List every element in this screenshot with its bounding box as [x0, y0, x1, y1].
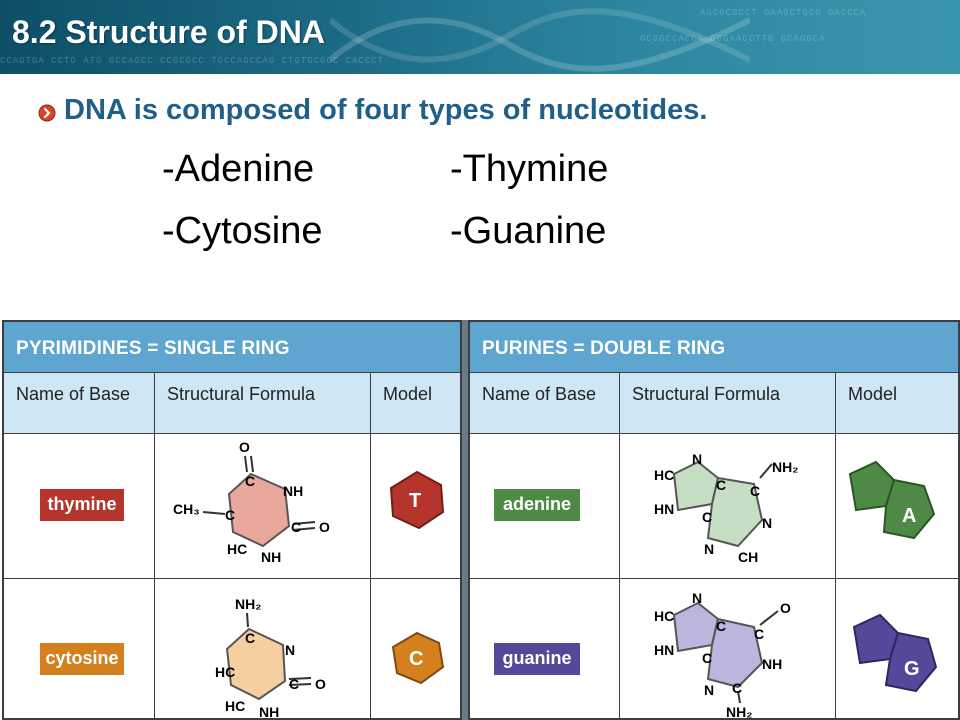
adenine-model-cell: A [836, 434, 958, 579]
cytosine-atom-hc1: HC [215, 664, 235, 680]
purines-panel: PURINES = DOUBLE RING Name of Base Struc… [468, 320, 960, 720]
col-name-of-base: Name of Base [470, 372, 620, 434]
adenine-model-icon: A [848, 460, 936, 540]
thymine-badge: thymine [40, 489, 124, 521]
guanine-atom-n2: N [704, 682, 714, 698]
nucleotide-guanine: -Guanine [450, 210, 607, 252]
bullet-arrow-icon [38, 104, 56, 122]
guanine-atom-c3: C [702, 650, 712, 666]
col-model: Model [371, 372, 460, 434]
pyrimidines-header: PYRIMIDINES = SINGLE RING [4, 322, 460, 372]
thymine-atom-o2: O [319, 519, 330, 535]
cytosine-atom-nh2: NH₂ [235, 596, 261, 612]
cytosine-atom-n: N [285, 642, 295, 658]
pyrimidines-panel: PYRIMIDINES = SINGLE RING Name of Base S… [2, 320, 462, 720]
thymine-atom-c2: C [225, 507, 235, 523]
guanine-model-icon: G [852, 613, 938, 693]
thymine-atom-o1: O [239, 439, 250, 455]
cytosine-model-letter: C [409, 648, 423, 670]
thymine-model-letter: T [409, 490, 421, 512]
cytosine-name-cell: cytosine [4, 579, 155, 718]
col-structural-formula: Structural Formula [155, 372, 371, 434]
slide-title: 8.2 Structure of DNA [12, 14, 325, 50]
adenine-atom-c1: C [716, 477, 726, 493]
thymine-formula-cell: O C NH CH₃ C C O HC NH [155, 434, 371, 579]
guanine-structure-icon: N HC C C O HN C NH N C NH₂ [654, 590, 791, 720]
dna-helix-icon [330, 8, 750, 72]
adenine-name-cell: adenine [470, 434, 620, 579]
cytosine-atom-c2: C [289, 676, 299, 692]
guanine-model-letter: G [904, 658, 920, 680]
cytosine-atom-nh: NH [259, 704, 279, 720]
guanine-atom-c4: C [732, 680, 742, 696]
col-structural-formula: Structural Formula [620, 372, 836, 434]
adenine-structure-icon: N HC C NH₂ HN C C N N CH [654, 451, 798, 565]
thymine-atom-nh1: NH [283, 483, 303, 499]
adenine-atom-hn: HN [654, 501, 674, 517]
thymine-atom-ch3: CH₃ [173, 501, 200, 517]
col-name-of-base: Name of Base [4, 372, 155, 434]
adenine-atom-hc: HC [654, 467, 674, 483]
adenine-atom-c3: C [702, 509, 712, 525]
thymine-name-cell: thymine [4, 434, 155, 579]
cytosine-badge: cytosine [40, 643, 124, 675]
adenine-atom-n2: N [762, 515, 772, 531]
guanine-atom-c1: C [716, 618, 726, 634]
guanine-atom-o: O [780, 600, 791, 616]
adenine-atom-c2: C [750, 483, 760, 499]
guanine-atom-hc: HC [654, 608, 674, 624]
guanine-atom-nh2: NH₂ [726, 704, 752, 720]
thymine-model-icon: T [389, 470, 445, 530]
thymine-atom-c3: C [291, 519, 301, 535]
adenine-atom-n3: N [704, 541, 714, 557]
guanine-model-cell: G [836, 579, 958, 718]
nucleotide-adenine: -Adenine [162, 148, 315, 190]
guanine-atom-hn: HN [654, 642, 674, 658]
cytosine-formula-cell: NH₂ C N HC C O HC NH [155, 579, 371, 720]
banner-sequence-2: GCGGCCACCA GGGAACCTTG GCAGGCA [640, 34, 826, 44]
banner-sequence-1: AGCGCGCCT GAAGCTGCG GACCCA [700, 8, 867, 18]
purines-header: PURINES = DOUBLE RING [470, 322, 958, 372]
adenine-badge: adenine [494, 489, 580, 521]
title-banner: AGCGCGCCT GAAGCTGCG GACCCA GCGGCCACCA GG… [0, 0, 960, 74]
guanine-formula-cell: N HC C C O HN C NH N C NH₂ [620, 579, 836, 720]
panel-divider [462, 320, 468, 720]
adenine-atom-n1: N [692, 451, 702, 467]
guanine-atom-c2: C [754, 626, 764, 642]
guanine-atom-n1: N [692, 590, 702, 606]
cytosine-model-icon: C [391, 631, 445, 685]
adenine-formula-cell: N HC C NH₂ HN C C N N CH [620, 434, 836, 579]
adenine-atom-nh2: NH₂ [772, 459, 798, 475]
cytosine-atom-hc2: HC [225, 698, 245, 714]
guanine-atom-nh: NH [762, 656, 782, 672]
cytosine-atom-c1: C [245, 630, 255, 646]
adenine-atom-ch: CH [738, 549, 758, 565]
col-model: Model [836, 372, 958, 434]
cytosine-atom-o: O [315, 676, 326, 692]
nucleotide-cytosine: -Cytosine [162, 210, 323, 252]
slide-heading: DNA is composed of four types of nucleot… [64, 94, 708, 126]
thymine-model-cell: T [371, 434, 460, 579]
thymine-structure-icon: O C NH CH₃ C C O HC NH [173, 439, 330, 565]
cytosine-model-cell: C [371, 579, 460, 718]
thymine-atom-hc: HC [227, 541, 247, 557]
thymine-atom-nh2: NH [261, 549, 281, 565]
thymine-atom-c1: C [245, 473, 255, 489]
banner-sequence-3: CCAGTGA CCTG ATG GCCAGCC CCGCGCC TGCCAGC… [0, 56, 385, 66]
guanine-badge: guanine [494, 643, 580, 675]
guanine-name-cell: guanine [470, 579, 620, 718]
cytosine-structure-icon: NH₂ C N HC C O HC NH [215, 596, 326, 720]
adenine-model-letter: A [902, 505, 916, 527]
nucleotide-thymine: -Thymine [450, 148, 609, 190]
